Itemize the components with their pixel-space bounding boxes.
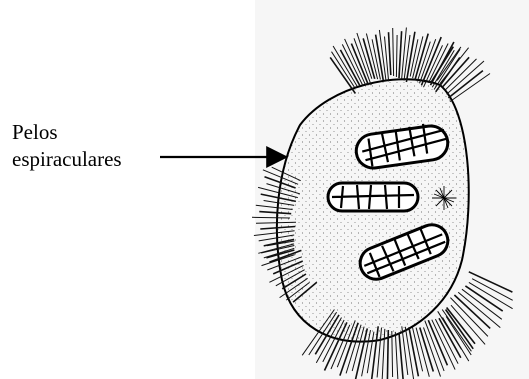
hair-strand (396, 35, 397, 77)
annotation-label: Pelos espiraculares (12, 119, 122, 173)
hair-strand (387, 330, 388, 379)
aperture-slit-middle (328, 183, 418, 211)
annotation-label-line-2: espiraculares (12, 146, 122, 173)
hair-strand (252, 217, 290, 218)
annotation-label-line-1: Pelos (12, 119, 122, 146)
